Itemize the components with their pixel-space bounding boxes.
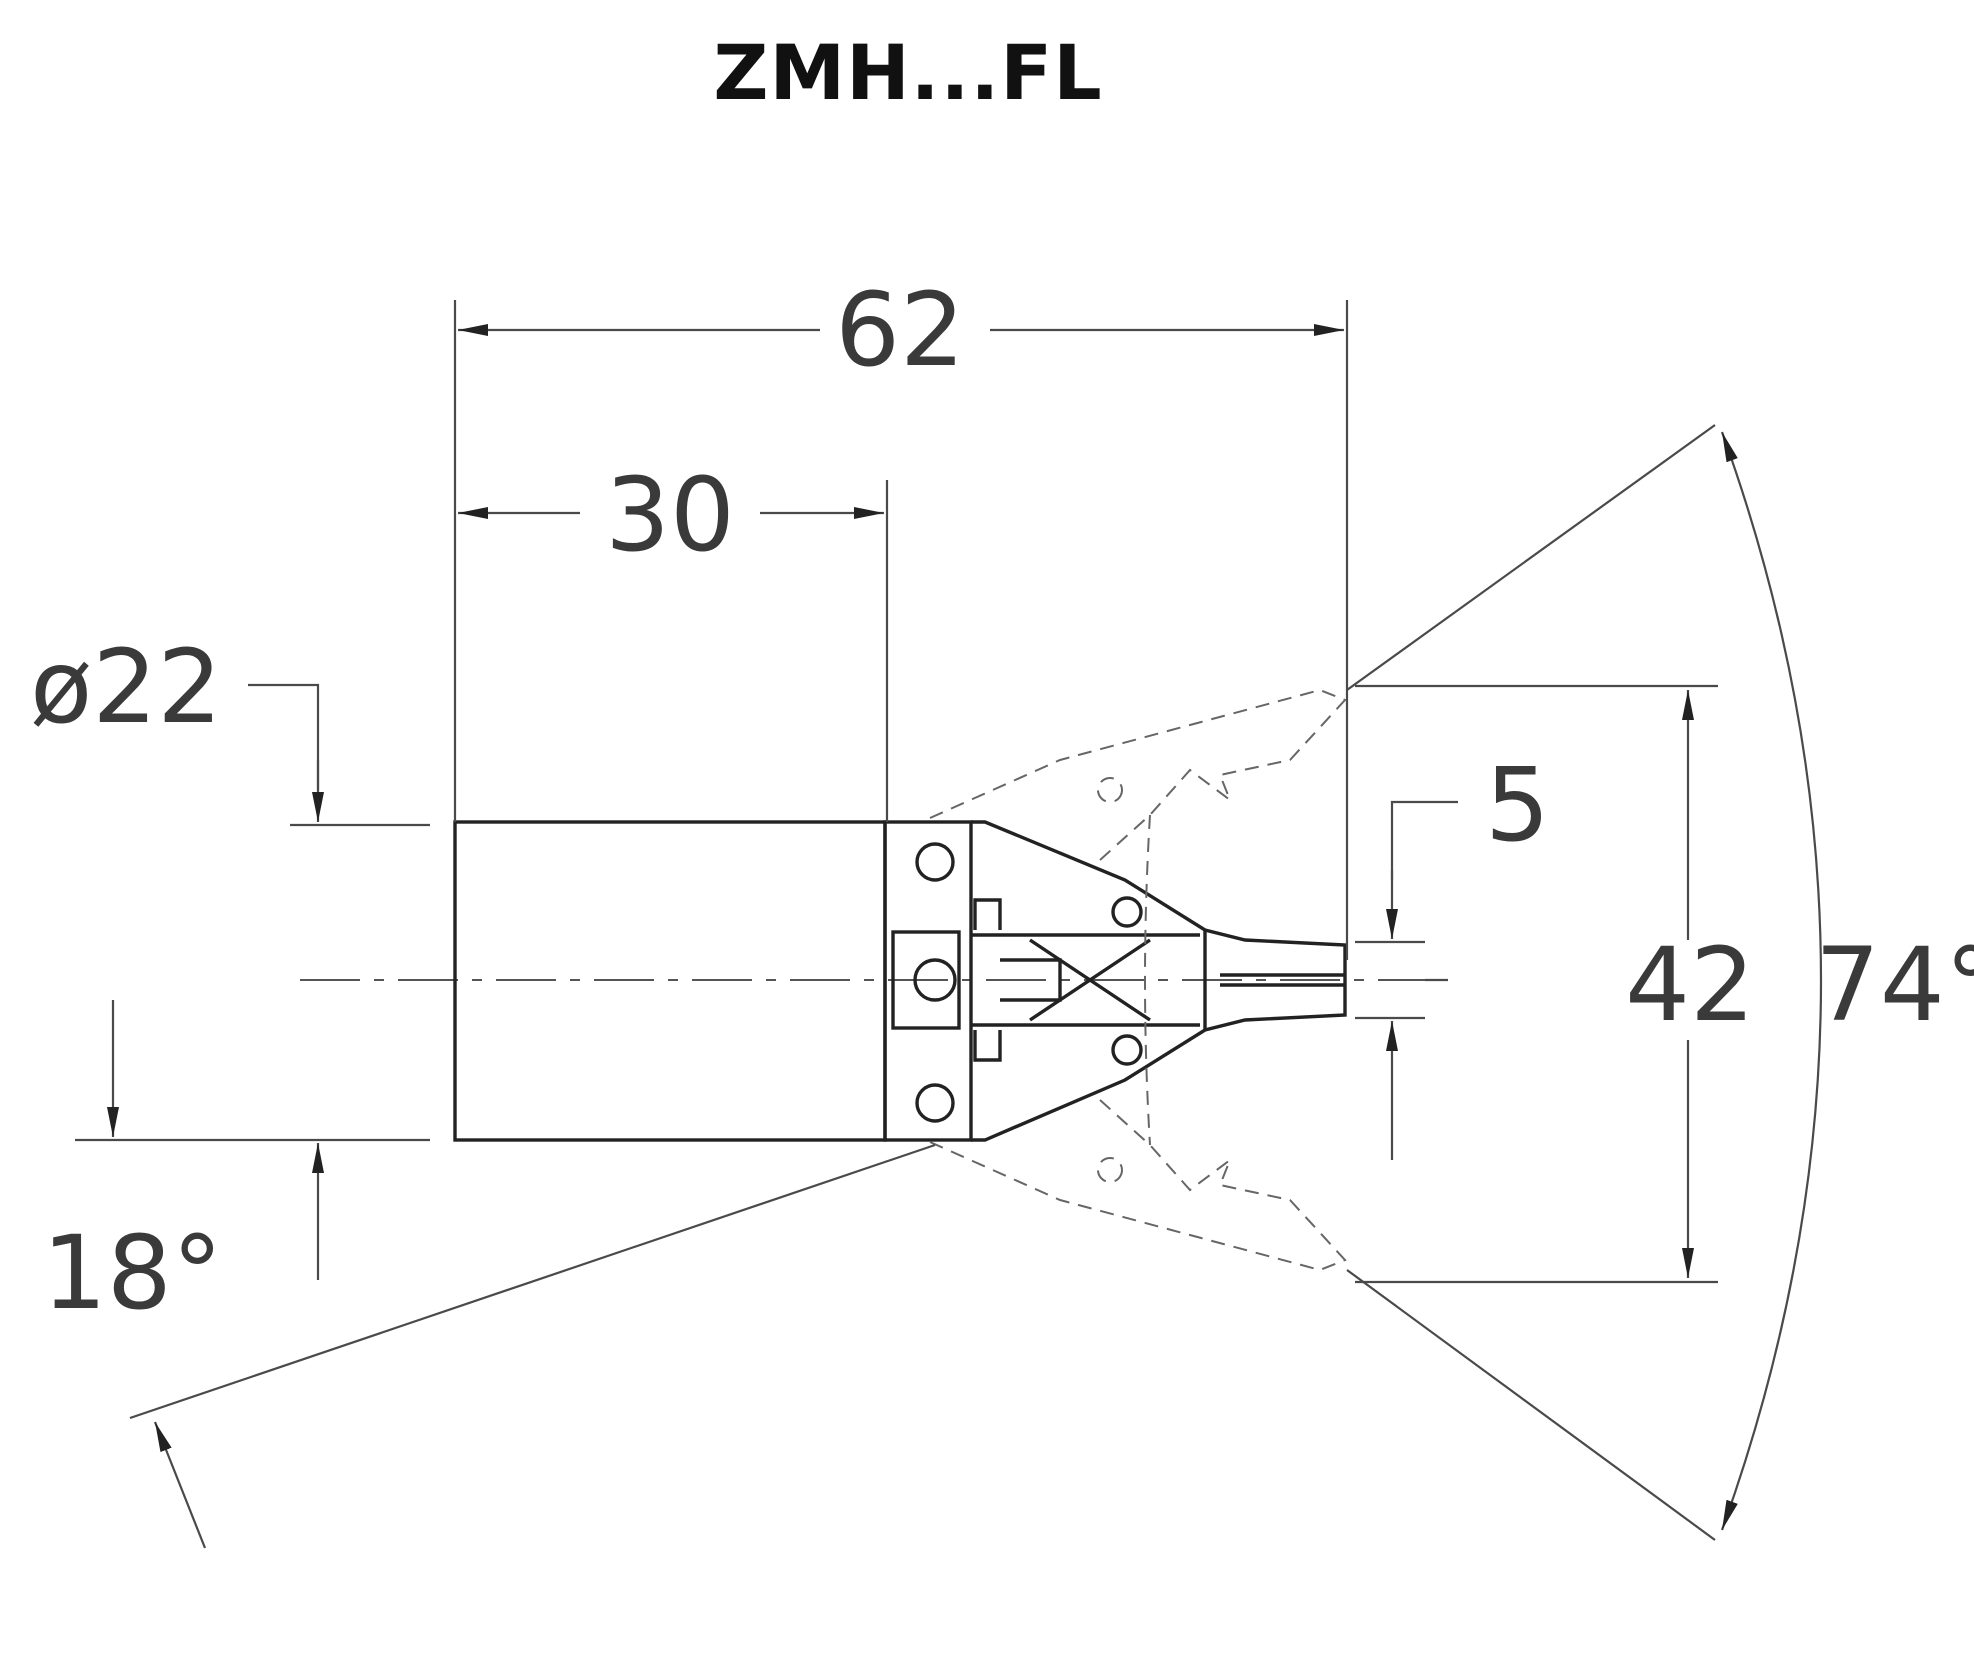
- drawing-title: ZMH...FL: [713, 28, 1103, 117]
- dim-label-62: 62: [835, 271, 965, 390]
- open-width-dimension: 42: [1355, 684, 1755, 1284]
- dim-label-74: 74°: [1815, 926, 1974, 1045]
- jaw-linkage: [971, 896, 1200, 1066]
- dim-label-5: 5: [1485, 746, 1550, 865]
- open-angle-dimension: 74°: [1346, 424, 1974, 1541]
- lower-angle-dimension: 18°: [42, 1143, 936, 1549]
- dim-label-18: 18°: [42, 1214, 223, 1333]
- jaw-housing: [883, 820, 1347, 1142]
- jaw-gap-dimension: 5: [1355, 746, 1550, 1160]
- dim-label-42: 42: [1625, 926, 1755, 1045]
- overall-length-dimension: 62: [453, 271, 1349, 960]
- dim-label-30: 30: [605, 456, 735, 575]
- dim-label-diameter: ø22: [30, 628, 222, 747]
- open-jaws-outline: [929, 688, 1347, 1272]
- body-length-dimension: 30: [458, 456, 889, 822]
- diameter-dimension: ø22: [30, 628, 430, 1280]
